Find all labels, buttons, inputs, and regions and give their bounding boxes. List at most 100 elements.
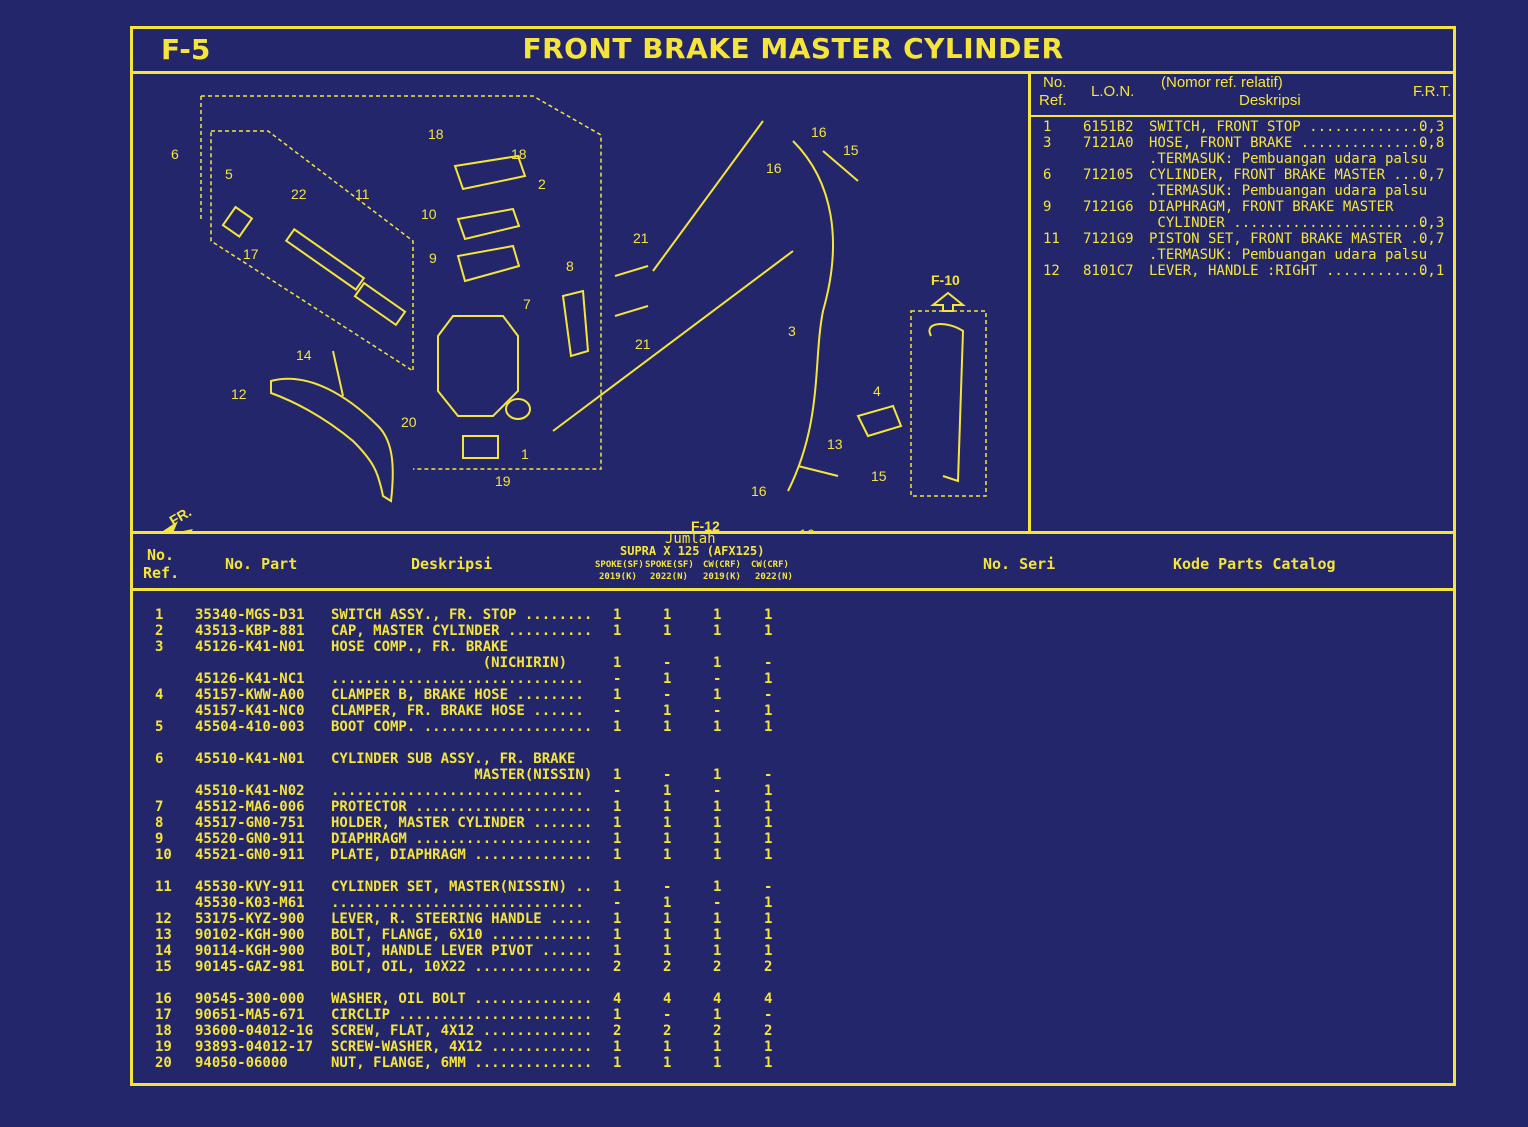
- ref-cell-frt: 0,7: [1419, 231, 1445, 247]
- ref-cell-desc: .TERMASUK: Pembuangan udara palsu: [1149, 151, 1428, 167]
- part-cell-part: 90114-KGH-900: [195, 943, 305, 959]
- ref-cell-frt: 0,1: [1419, 263, 1445, 279]
- parts-row: 6 45510-K41-N01 CYLINDER SUB ASSY., FR. BR…: [133, 751, 793, 767]
- qty-cell: 1: [713, 607, 722, 623]
- part-cell-desc: CYLINDER SUB ASSY., FR. BRAKE: [331, 751, 576, 767]
- col-frt: F.R.T.: [1413, 83, 1452, 100]
- part-cell-part: 45126-K41-NC1: [195, 671, 305, 687]
- qty-cell: 1: [613, 911, 622, 927]
- qty-cell: 1: [764, 1055, 773, 1071]
- svg-text:2: 2: [538, 176, 546, 192]
- qty-cell: 1: [613, 607, 622, 623]
- qty-cell: 1: [764, 783, 773, 799]
- qty-cell: 1: [663, 607, 672, 623]
- section-code: F-5: [161, 33, 211, 66]
- col-desc: Deskripsi: [411, 555, 493, 573]
- qty-cell: 1: [663, 927, 672, 943]
- ref-cell-lon: 6151B2: [1083, 119, 1134, 135]
- qty-cell: 1: [613, 767, 622, 783]
- qty-cell: 1: [663, 847, 672, 863]
- part-cell-desc: CLAMPER, FR. BRAKE HOSE ......: [331, 703, 584, 719]
- qty-cell: 1: [713, 1055, 722, 1071]
- year-2: 2022(N): [650, 572, 688, 582]
- part-cell-desc: MASTER(NISSIN): [331, 767, 593, 783]
- qty-cell: 1: [713, 1007, 722, 1023]
- part-cell-part: 45530-K03-M61: [195, 895, 305, 911]
- ref-table-row: .TERMASUK: Pembuangan udara palsu: [1031, 183, 1456, 199]
- ref-cell-ref: 9: [1043, 199, 1052, 215]
- qty-cell: 1: [663, 623, 672, 639]
- qty-cell: 1: [613, 623, 622, 639]
- cap-shape: [453, 154, 527, 191]
- ref-cell-lon: 7121A0: [1083, 135, 1134, 151]
- dashed-outline-6: [201, 95, 602, 470]
- qty-cell: -: [663, 655, 672, 671]
- qty-cell: 4: [764, 991, 773, 1007]
- ref-cell-ref: 1: [1043, 119, 1052, 135]
- qty-cell: -: [713, 703, 722, 719]
- ref-cell-desc: CYLINDER .......................: [1149, 215, 1428, 231]
- variant-2: SPOKE(SF): [645, 560, 694, 570]
- part-cell-part: 45126-K41-N01: [195, 639, 305, 655]
- part-cell-part: 90651-MA5-671: [195, 1007, 305, 1023]
- ref-cell-desc: PISTON SET, FRONT BRAKE MASTER ..: [1149, 231, 1428, 247]
- ref-table-row: .TERMASUK: Pembuangan udara palsu: [1031, 151, 1456, 167]
- brake-hose-shape: [787, 140, 834, 492]
- ref-cell-frt: 0,3: [1419, 215, 1445, 231]
- page-header: F-5 FRONT BRAKE MASTER CYLINDER: [133, 29, 1453, 74]
- parts-table-header: No. Ref. No. Part Deskripsi Jumlah SUPRA…: [133, 531, 1453, 591]
- qty-cell: 1: [713, 767, 722, 783]
- part-cell-ref: 8: [155, 815, 164, 831]
- ref-cell-desc: SWITCH, FRONT STOP ..............: [1149, 119, 1428, 135]
- part-cell-desc: SCREW, FLAT, 4X12 .............: [331, 1023, 593, 1039]
- ref-cell-ref: 6: [1043, 167, 1052, 183]
- col-no-ref-2: Ref.: [1039, 92, 1067, 109]
- part-cell-desc: LEVER, R. STEERING HANDLE .....: [331, 911, 593, 927]
- qty-cell: 2: [713, 959, 722, 975]
- part-cell-ref: 5: [155, 719, 164, 735]
- exploded-diagram: 5 6 22 11 17 18 18 2 10 9 7 8 21 21 14 1…: [133, 71, 1031, 546]
- qty-cell: 1: [764, 799, 773, 815]
- qty-cell: 2: [663, 959, 672, 975]
- part-cell-part: 45521-GN0-911: [195, 847, 305, 863]
- part-cell-ref: 13: [155, 927, 172, 943]
- part-cell-ref: 12: [155, 911, 172, 927]
- part-cell-part: 90545-300-000: [195, 991, 305, 1007]
- part-cell-desc: CAP, MASTER CYLINDER ..........: [331, 623, 593, 639]
- qty-cell: 4: [613, 991, 622, 1007]
- ref-cell-desc: DIAPHRAGM, FRONT BRAKE MASTER: [1149, 199, 1394, 215]
- svg-text:20: 20: [401, 414, 417, 430]
- qty-cell: 1: [613, 687, 622, 703]
- part-cell-desc: CYLINDER SET, MASTER(NISSIN) ..: [331, 879, 593, 895]
- ref-cell-desc: LEVER, HANDLE :RIGHT ............: [1149, 263, 1428, 279]
- qty-cell: 1: [713, 927, 722, 943]
- qty-cell: -: [764, 687, 773, 703]
- part-cell-ref: 19: [155, 1039, 172, 1055]
- qty-cell: -: [663, 879, 672, 895]
- part-cell-part: 45510-K41-N01: [195, 751, 305, 767]
- qty-cell: -: [663, 687, 672, 703]
- svg-text:15: 15: [871, 468, 887, 484]
- dashed-outline-11: [210, 130, 414, 373]
- qty-cell: 1: [713, 687, 722, 703]
- svg-text:10: 10: [421, 206, 437, 222]
- variant-4: CW(CRF): [751, 560, 789, 570]
- part-cell-ref: 1: [155, 607, 164, 623]
- qty-cell: 2: [713, 1023, 722, 1039]
- ref-cell-ref: 12: [1043, 263, 1060, 279]
- part-cell-part: 45504-410-003: [195, 719, 305, 735]
- part-cell-part: 45520-GN0-911: [195, 831, 305, 847]
- part-cell-part: 90102-KGH-900: [195, 927, 305, 943]
- qty-cell: 1: [713, 879, 722, 895]
- part-cell-part: 45517-GN0-751: [195, 815, 305, 831]
- qty-cell: 1: [613, 815, 622, 831]
- svg-text:11: 11: [355, 186, 370, 202]
- part-cell-ref: 6: [155, 751, 164, 767]
- qty-cell: 1: [663, 911, 672, 927]
- part-cell-part: 45157-KWW-A00: [195, 687, 305, 703]
